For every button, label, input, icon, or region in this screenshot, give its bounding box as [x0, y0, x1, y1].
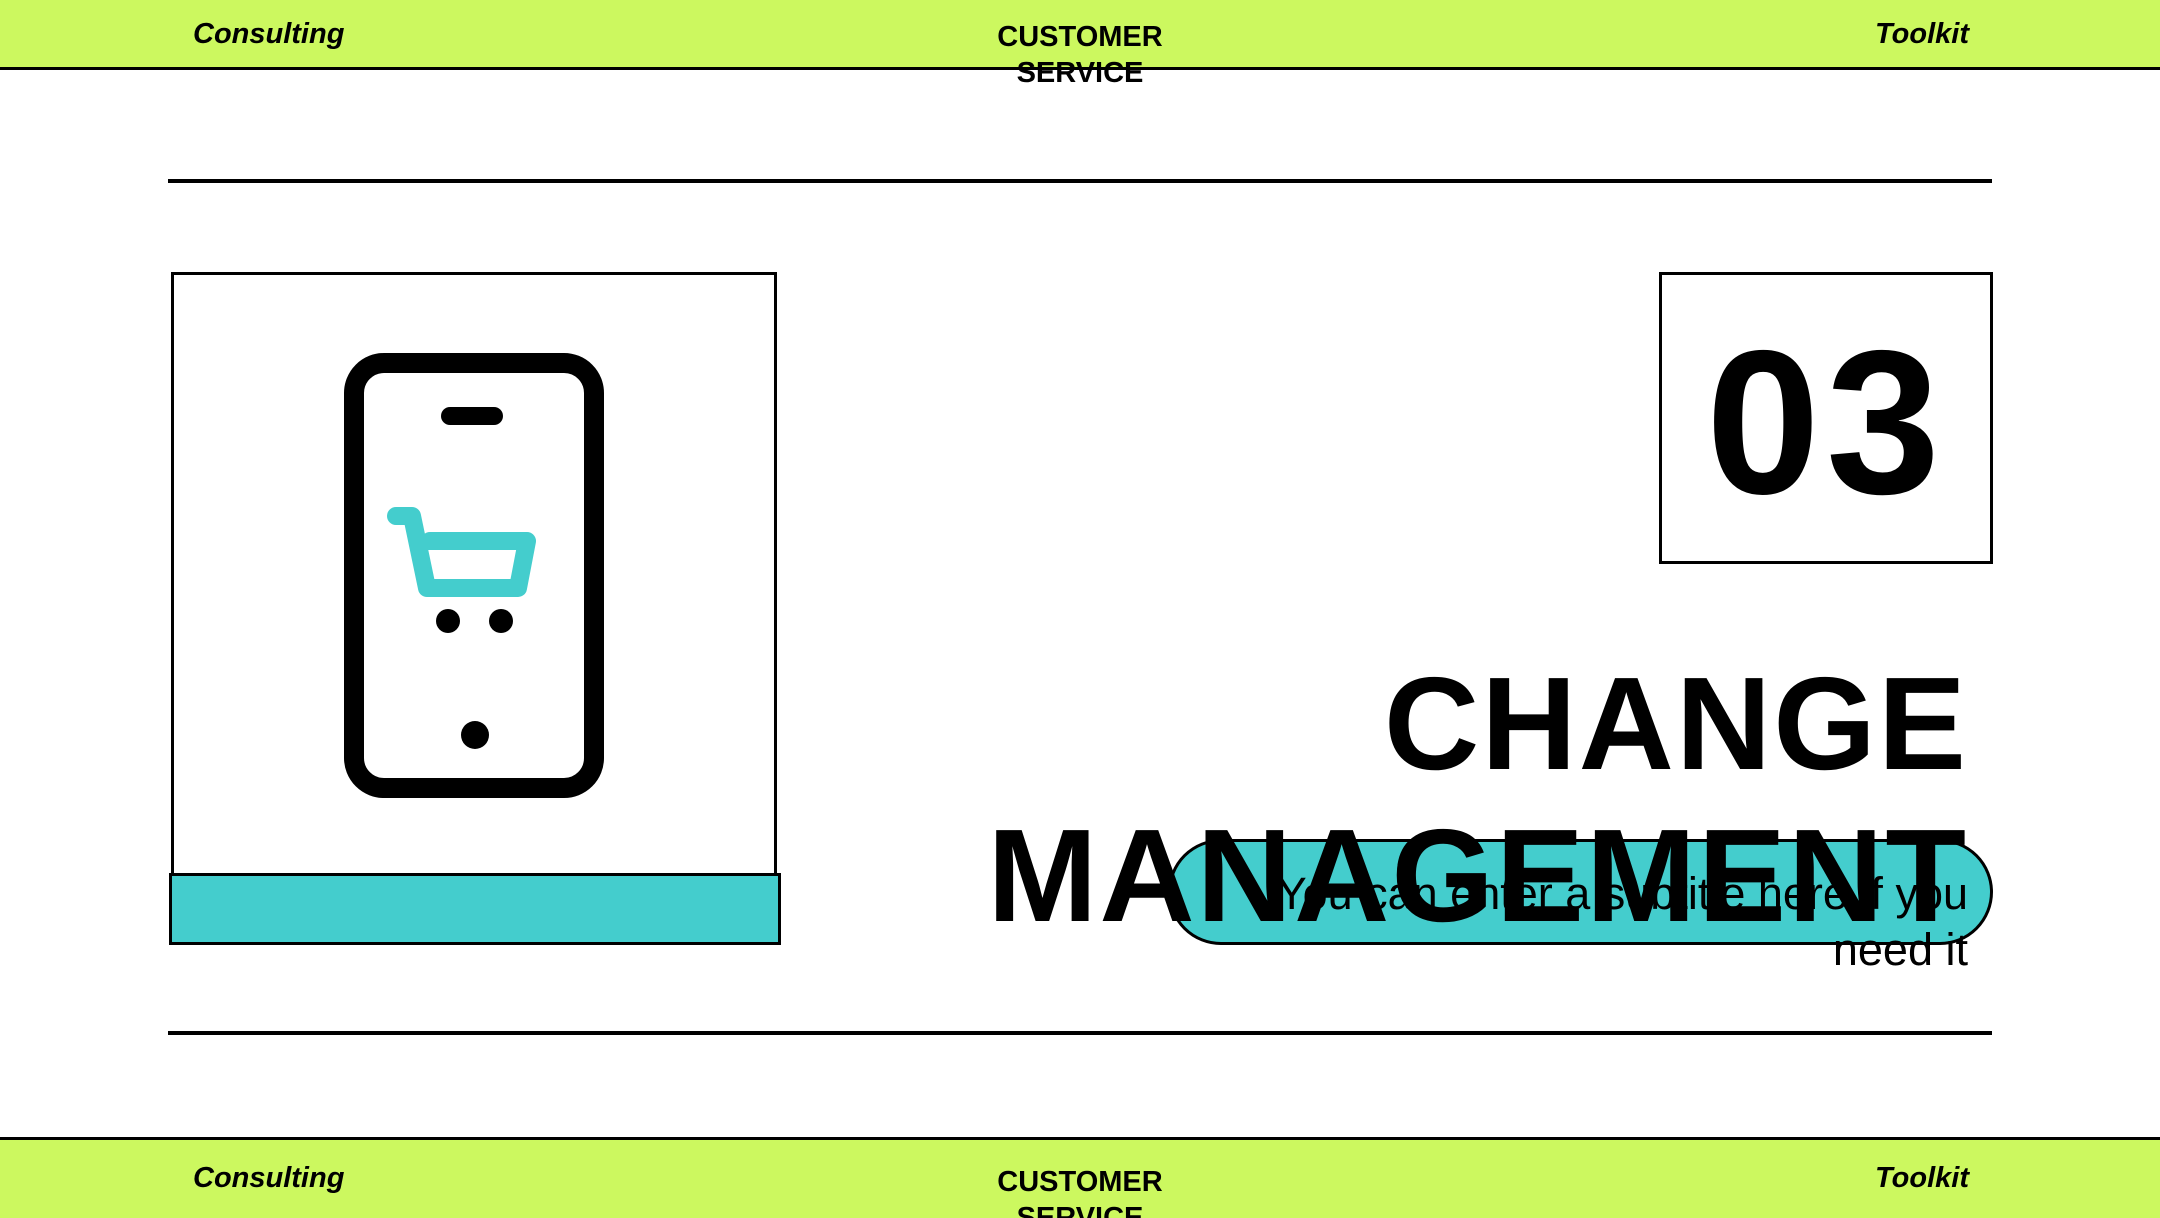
illustration-card — [171, 272, 777, 942]
illustration-accent-bar — [169, 873, 781, 945]
header-right-label: Toolkit — [1875, 18, 1969, 50]
bottom-divider — [168, 1031, 1992, 1035]
section-number-box: 03 — [1659, 272, 1993, 564]
header-center-label: CUSTOMER SERVICE — [997, 21, 1163, 89]
header-left-label: Consulting — [193, 18, 345, 50]
footer-center-label: CUSTOMER SERVICE — [997, 1166, 1163, 1218]
section-number: 03 — [1705, 307, 1947, 537]
footer-right-label: Toolkit — [1875, 1162, 1969, 1194]
footer-left-label: Consulting — [193, 1162, 345, 1194]
header-bar: Consulting CUSTOMER SERVICE Toolkit — [0, 0, 2160, 89]
footer-bar: Consulting CUSTOMER SERVICE Toolkit — [0, 1137, 2160, 1218]
mobile-shopping-cart-icon — [344, 353, 604, 798]
top-divider — [168, 179, 1992, 183]
section-subtitle: You can enter a subtitle here if you nee… — [1276, 868, 1968, 975]
subtitle-pill — [1168, 839, 1993, 945]
section-title: CHANGE MANAGEMENT — [987, 650, 1968, 949]
